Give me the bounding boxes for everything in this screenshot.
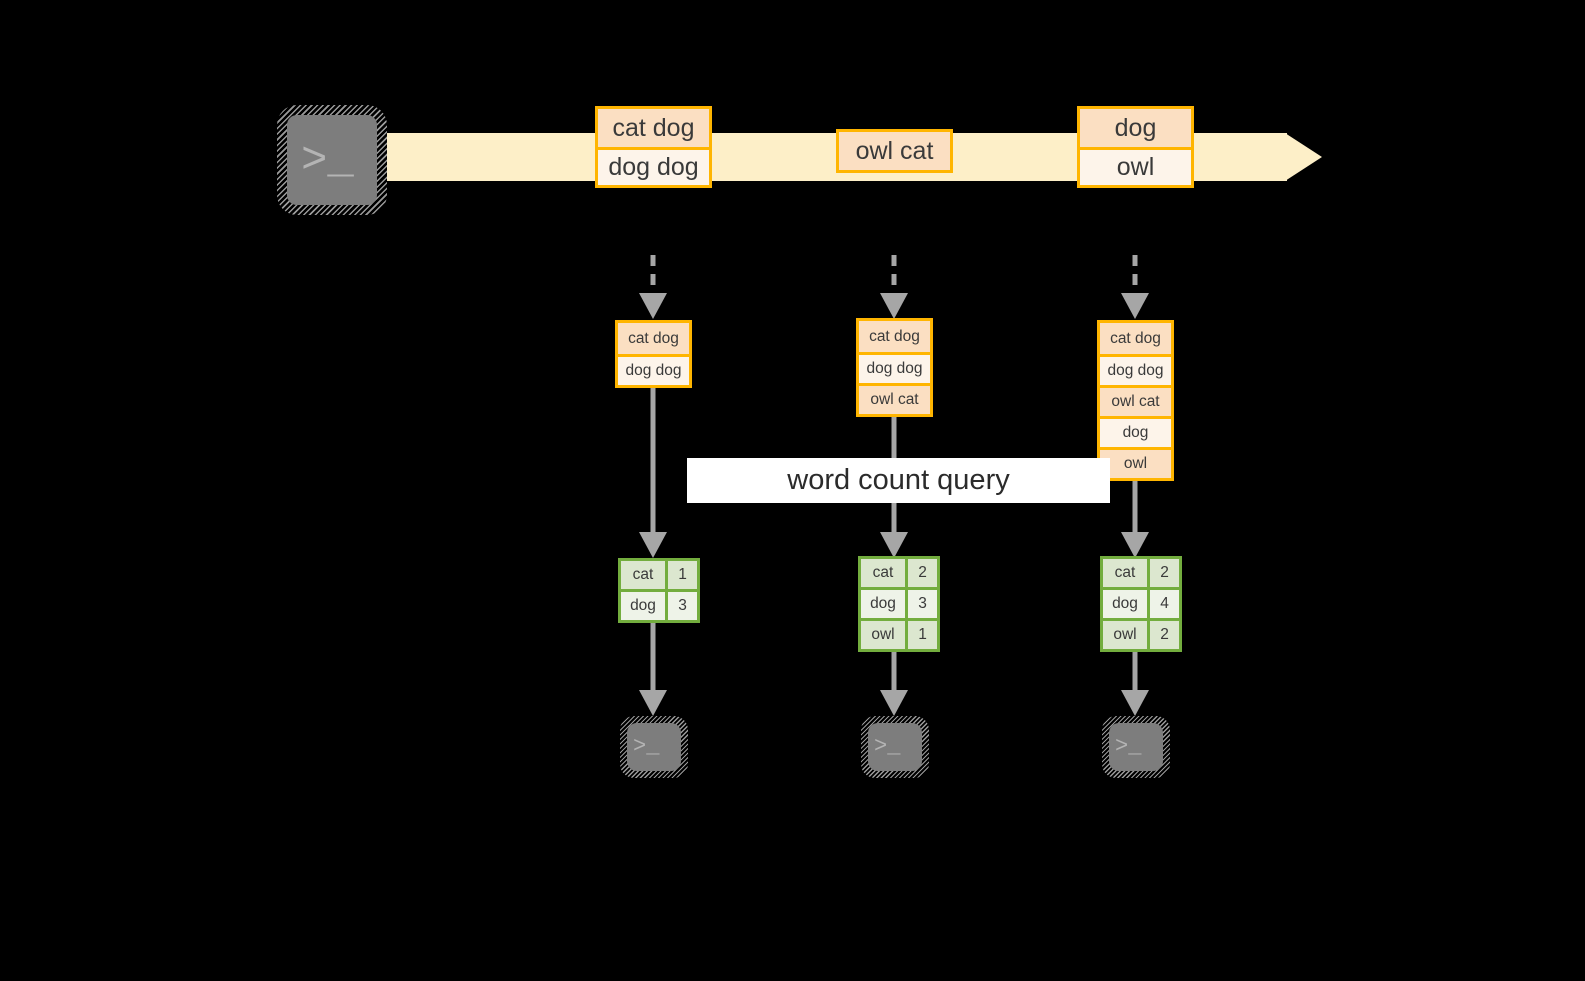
word-cell: owl [859, 618, 907, 651]
snapshot-box-1[interactable]: cat dog dog dog [615, 320, 692, 388]
terminal-prompt-glyph: >_ [1115, 734, 1142, 759]
table-row: cat 1 [619, 559, 699, 591]
table-row: owl 2 [1101, 618, 1181, 651]
table-row: owl 1 [859, 618, 939, 651]
snapshot-record: dog dog [1100, 354, 1171, 385]
stream-record: cat dog [598, 109, 709, 147]
query-label: word count query [687, 458, 1110, 503]
word-cell: dog [859, 587, 907, 620]
result-table-3[interactable]: cat 2 dog 4 owl 2 [1100, 556, 1182, 652]
count-cell: 1 [665, 559, 699, 591]
snapshot-record: dog [1100, 416, 1171, 447]
snapshot-record: owl cat [1100, 385, 1171, 416]
count-cell: 2 [905, 557, 939, 589]
snapshot-record: cat dog [1100, 323, 1171, 354]
terminal-screen [287, 115, 377, 205]
snapshot-box-2[interactable]: cat dog dog dog owl cat [856, 318, 933, 417]
count-cell: 2 [1147, 557, 1181, 589]
snapshot-record: cat dog [618, 323, 689, 354]
snapshot-trigger-arrow-2 [880, 255, 908, 319]
snapshot-record: owl [1100, 447, 1171, 478]
snapshot-record: dog dog [618, 354, 689, 385]
terminal-prompt-glyph: >_ [301, 136, 354, 186]
table-row: dog 4 [1101, 587, 1181, 620]
sink-terminal-icon-2[interactable]: >_ [861, 716, 929, 778]
output-arrow-2 [880, 652, 908, 720]
stream-group-3[interactable]: dog owl [1077, 106, 1194, 188]
table-row: dog 3 [859, 587, 939, 620]
stream-record: dog dog [598, 147, 709, 185]
word-cell: cat [1101, 557, 1149, 589]
stream-group-1[interactable]: cat dog dog dog [595, 106, 712, 188]
stream-record: dog [1080, 109, 1191, 147]
table-row: dog 3 [619, 589, 699, 622]
snapshot-record: dog dog [859, 352, 930, 383]
output-arrow-1 [639, 622, 667, 720]
terminal-screen [627, 723, 681, 771]
count-cell: 4 [1147, 587, 1181, 620]
stream-arrowhead-icon [1285, 133, 1322, 181]
query-arrow-1 [639, 382, 667, 562]
output-arrow-3 [1121, 652, 1149, 720]
sink-terminal-icon-1[interactable]: >_ [620, 716, 688, 778]
query-arrow-3 [1121, 475, 1149, 561]
table-row: cat 2 [1101, 557, 1181, 589]
terminal-prompt-glyph: >_ [633, 734, 660, 759]
stream-record: owl cat [839, 132, 950, 170]
snapshot-trigger-arrow-1 [639, 255, 667, 319]
terminal-prompt-glyph: >_ [874, 734, 901, 759]
word-cell: cat [859, 557, 907, 589]
snapshot-record: cat dog [859, 321, 930, 352]
word-cell: dog [1101, 587, 1149, 620]
terminal-screen [868, 723, 922, 771]
word-cell: cat [619, 559, 667, 591]
count-cell: 3 [665, 589, 699, 622]
table-row: cat 2 [859, 557, 939, 589]
snapshot-trigger-arrow-3 [1121, 255, 1149, 319]
sink-terminal-icon-3[interactable]: >_ [1102, 716, 1170, 778]
result-table-2[interactable]: cat 2 dog 3 owl 1 [858, 556, 940, 652]
stream-record: owl [1080, 147, 1191, 185]
count-cell: 2 [1147, 618, 1181, 651]
result-table-1[interactable]: cat 1 dog 3 [618, 558, 700, 623]
word-cell: dog [619, 589, 667, 622]
snapshot-box-3[interactable]: cat dog dog dog owl cat dog owl [1097, 320, 1174, 481]
word-cell: owl [1101, 618, 1149, 651]
count-cell: 1 [905, 618, 939, 651]
count-cell: 3 [905, 587, 939, 620]
terminal-screen [1109, 723, 1163, 771]
stream-group-2[interactable]: owl cat [836, 129, 953, 173]
snapshot-record: owl cat [859, 383, 930, 414]
source-terminal-icon[interactable]: >_ [277, 105, 387, 215]
